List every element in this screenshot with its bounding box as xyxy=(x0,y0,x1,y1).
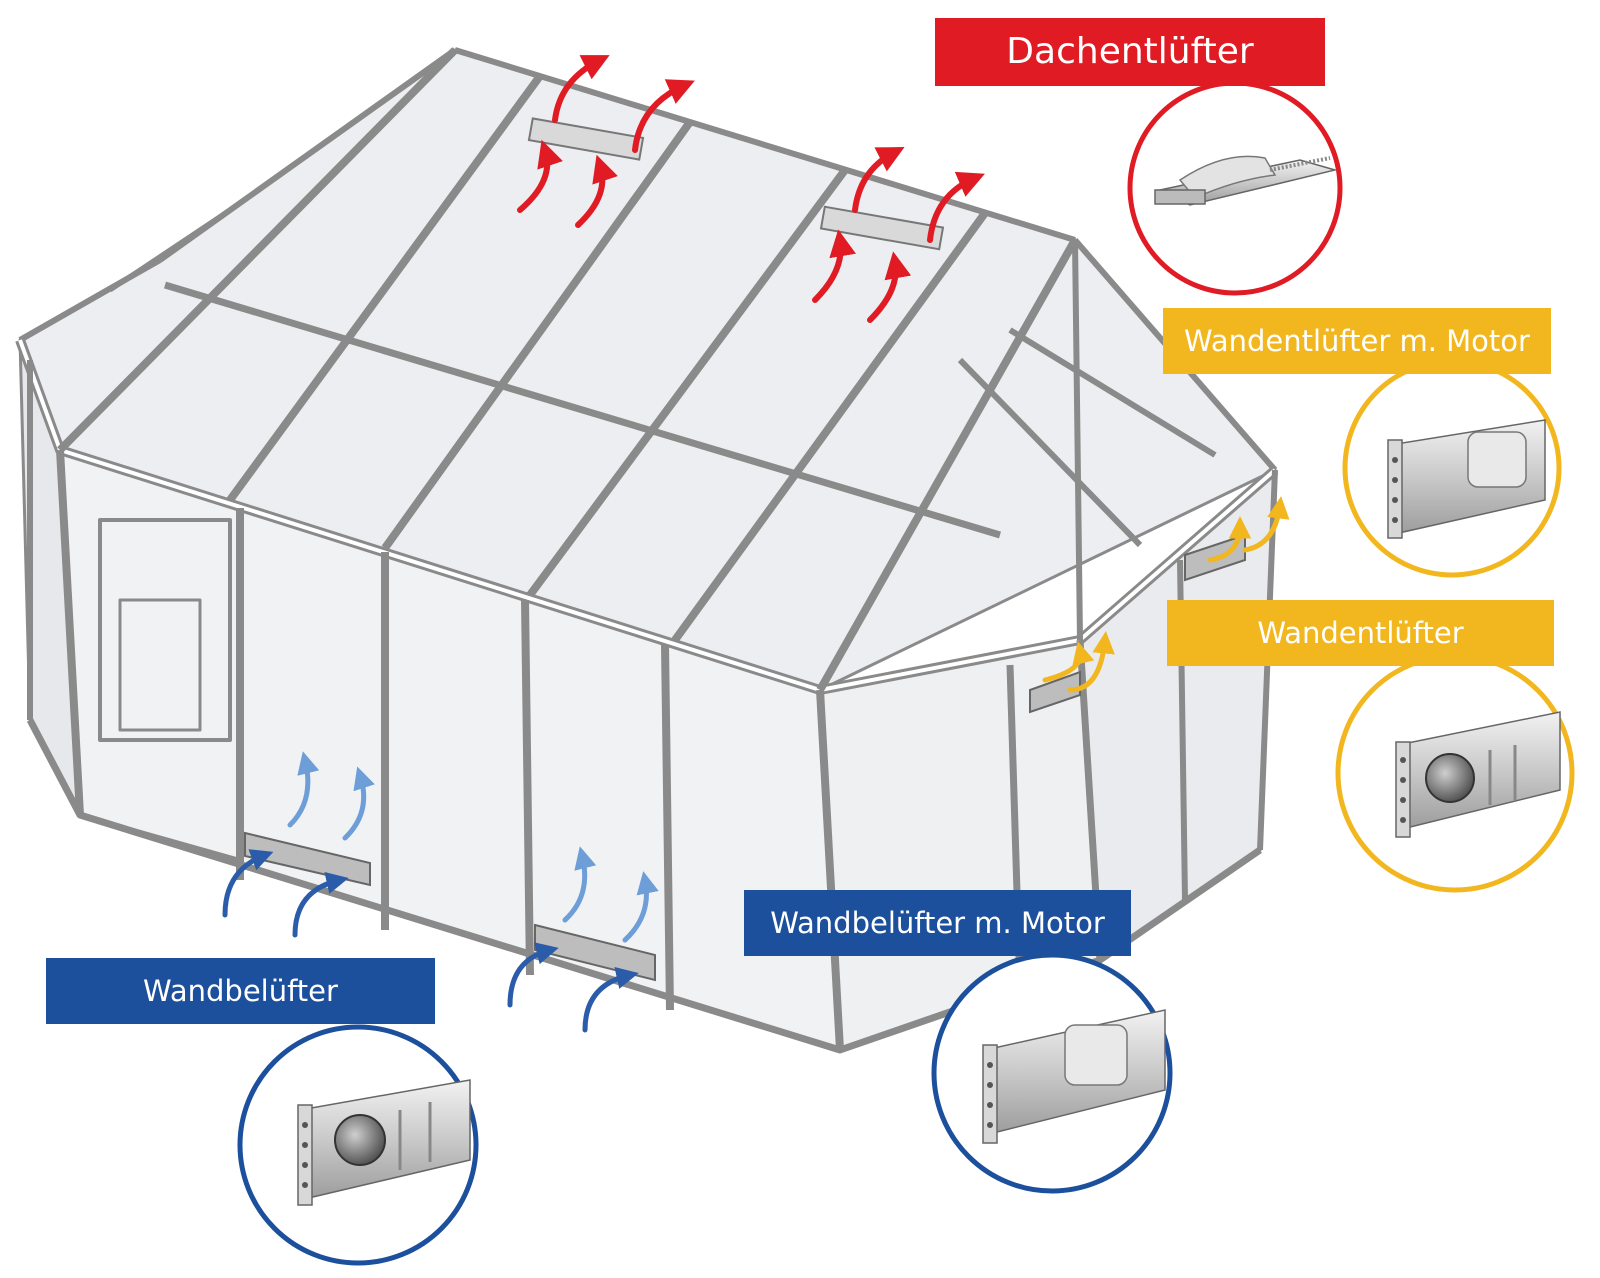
wall-intake-motor-label: Wandbelüfter m. Motor xyxy=(744,890,1131,956)
wall-intake-motor-detail xyxy=(931,952,1173,1194)
wall-vent-profile-icon xyxy=(1395,711,1561,838)
motor-vent-profile-icon xyxy=(1387,419,1546,539)
roof-vent-grille xyxy=(527,117,945,251)
conservatory-frame-icon xyxy=(15,47,1279,1054)
wall-exhaust-label: Wandentlüfter xyxy=(1167,600,1554,666)
roof-vent-detail xyxy=(1127,80,1343,296)
wall-exhaust-detail xyxy=(1335,653,1575,893)
wall-exhaust-motor-detail xyxy=(1342,358,1562,578)
roof-vent-profile-icon xyxy=(1154,155,1338,206)
wall-vent-profile-icon xyxy=(297,1079,471,1206)
wall-exhaust-motor-label: Wandentlüfter m. Motor xyxy=(1163,308,1551,374)
motor-vent-profile-icon xyxy=(982,1009,1166,1144)
airflow-arrow-icon xyxy=(222,55,1290,1033)
wall-intake-detail xyxy=(237,1024,479,1266)
roof-vent-label: Dachentlüfter xyxy=(935,18,1325,86)
wall-intake-label: Wandbelüfter xyxy=(46,958,435,1024)
